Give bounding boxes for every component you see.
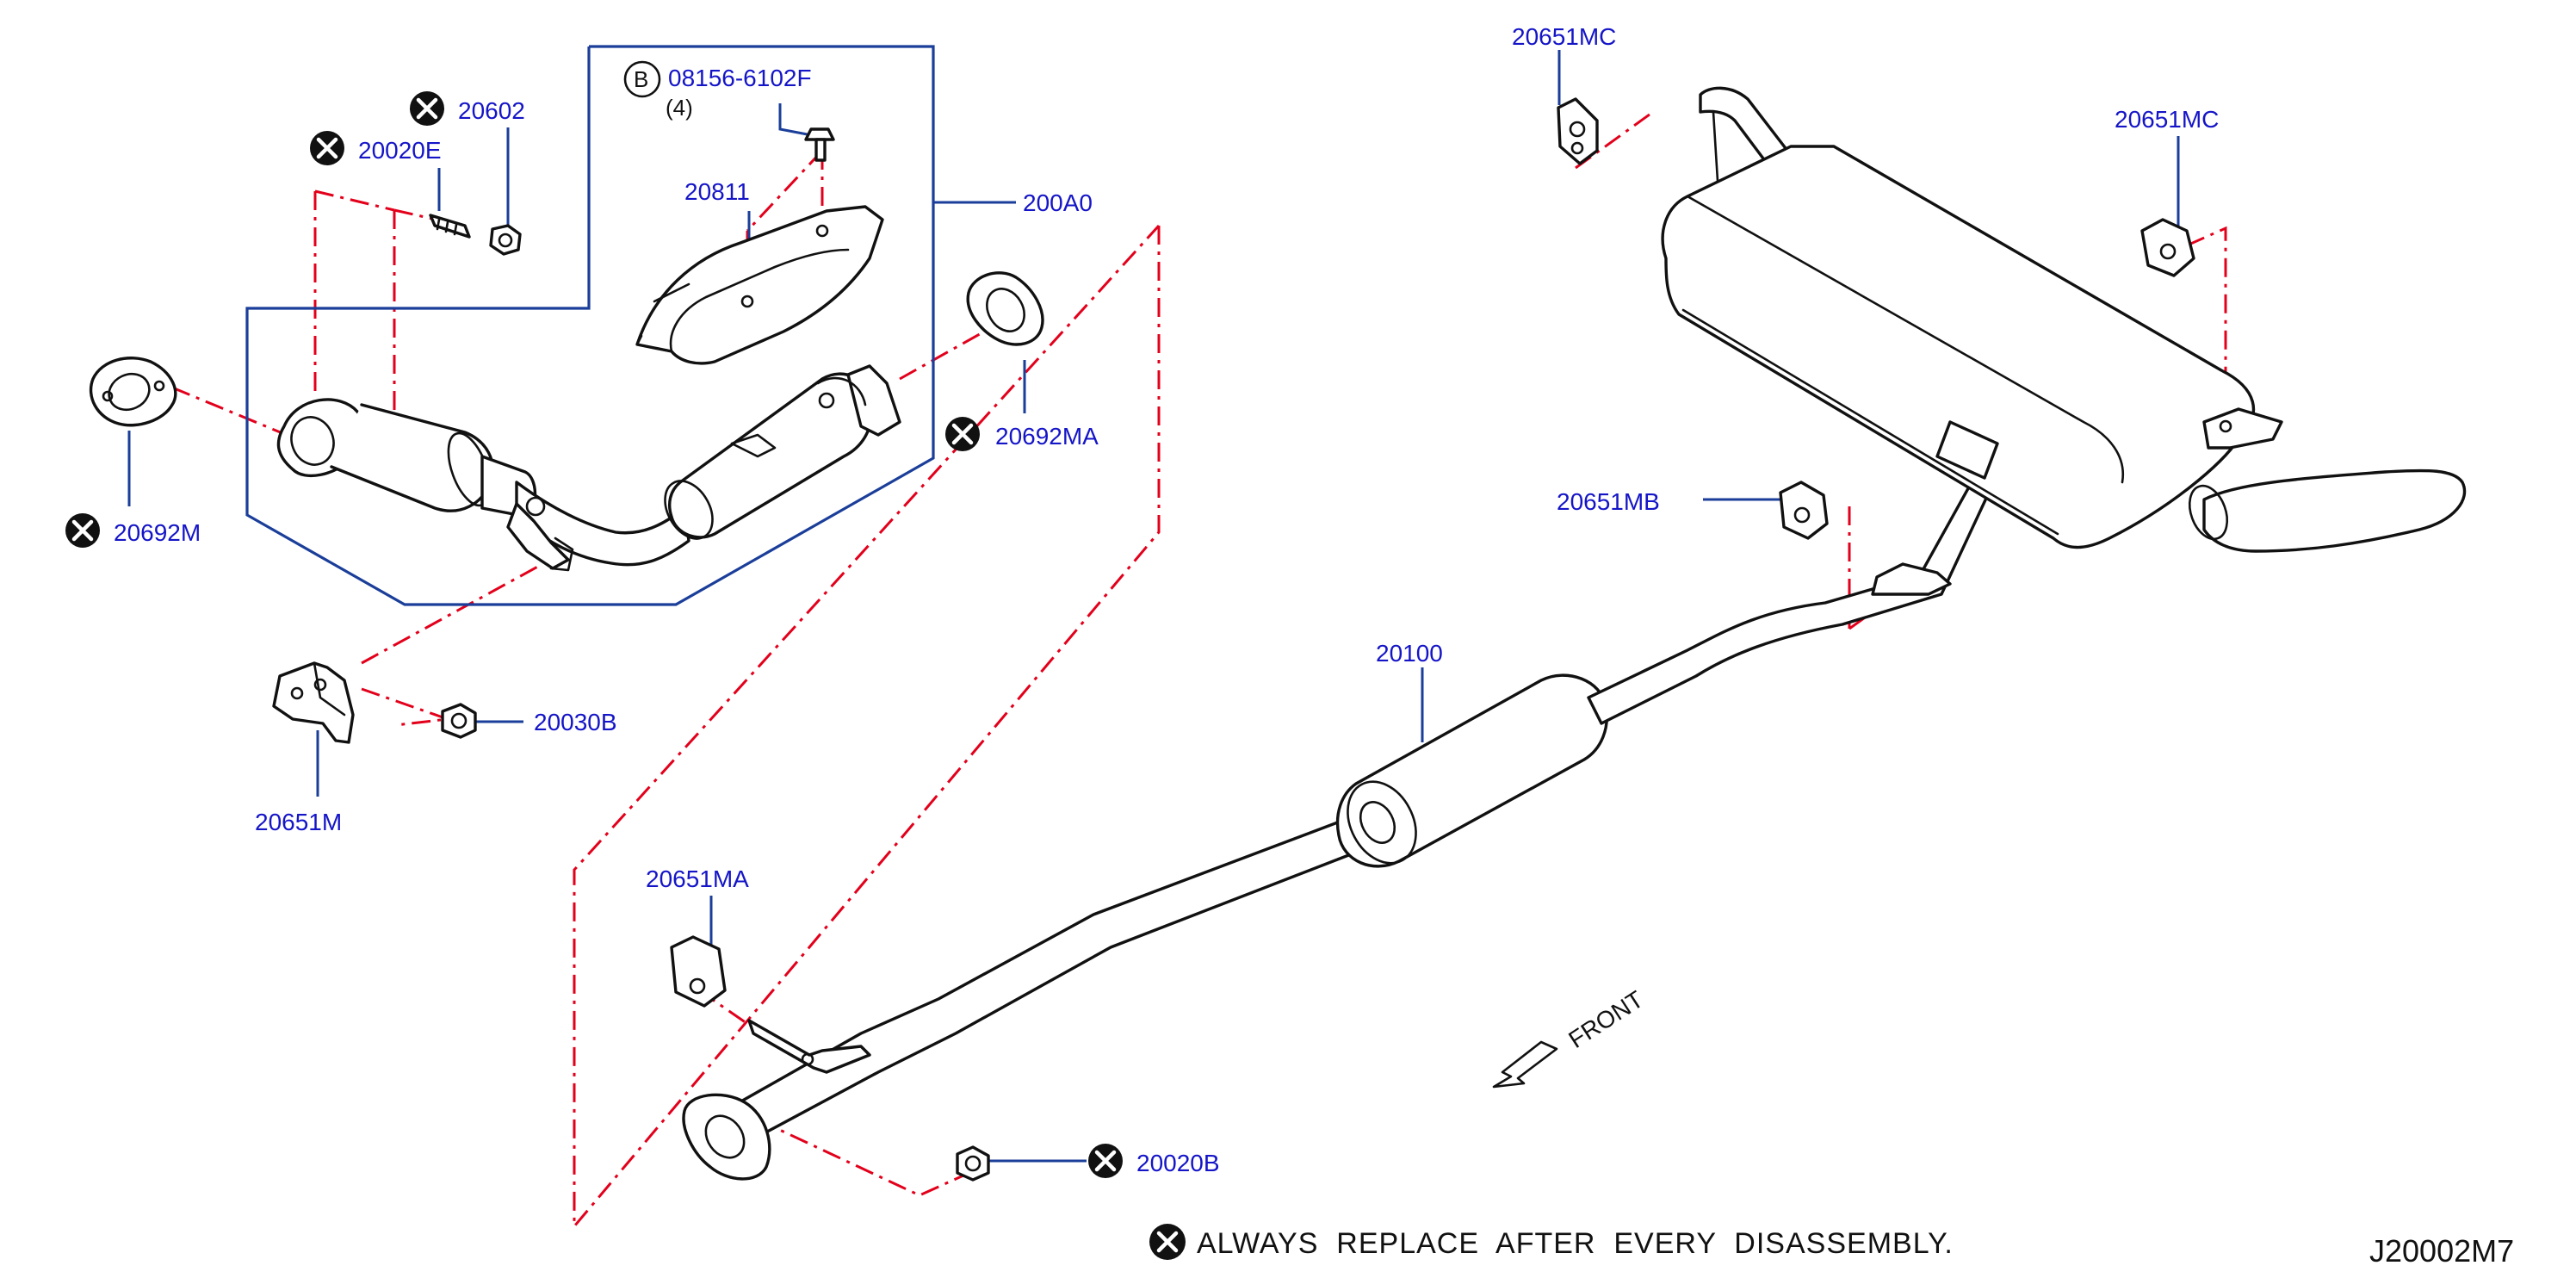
label-20602: 20602 bbox=[458, 97, 525, 124]
label-20692MA: 20692MA bbox=[995, 423, 1099, 450]
bolt-08156-6102F bbox=[804, 127, 835, 162]
stud-20020E bbox=[429, 214, 471, 239]
bolt-symbol-b: B bbox=[623, 60, 661, 98]
svg-text:B: B bbox=[634, 66, 648, 92]
drawing-code: J20002M7 bbox=[2369, 1233, 2514, 1269]
mount-rubber-20651MA bbox=[670, 935, 727, 1008]
nut-20602 bbox=[489, 224, 522, 256]
label-20651MB: 20651MB bbox=[1557, 488, 1660, 515]
replace-icon-note bbox=[1149, 1224, 1186, 1260]
front-exhaust-pipe bbox=[276, 364, 901, 572]
replace-icon-20602 bbox=[410, 91, 444, 126]
replace-icon-20692M bbox=[65, 513, 100, 548]
label-20030B: 20030B bbox=[534, 709, 617, 735]
label-20692M: 20692M bbox=[114, 519, 201, 546]
nut-20030B bbox=[441, 703, 477, 739]
mount-rubber-20651MB bbox=[1779, 481, 1829, 540]
label-20651MA: 20651MA bbox=[646, 865, 749, 892]
center-tube-20100 bbox=[682, 481, 1991, 1181]
replace-icon-20692MA bbox=[945, 417, 980, 451]
mount-rubber-20651MC-left bbox=[1557, 97, 1599, 165]
replace-note: ALWAYS REPLACE AFTER EVERY DISASSEMBLY. bbox=[1197, 1227, 1954, 1260]
rear-muffler bbox=[1661, 86, 2467, 553]
label-20100: 20100 bbox=[1376, 640, 1443, 667]
front-label: FRONT bbox=[1564, 986, 1648, 1054]
label-20020E: 20020E bbox=[358, 137, 442, 164]
label-20811: 20811 bbox=[684, 178, 750, 205]
mount-bracket-20651M bbox=[272, 661, 355, 744]
mount-rubber-20651MC-right bbox=[2140, 218, 2195, 277]
label-bolt-qty: (4) bbox=[666, 95, 693, 121]
gasket-20692MA bbox=[966, 271, 1044, 346]
heat-insulator-20811 bbox=[635, 205, 884, 365]
front-arrow-icon bbox=[1492, 1040, 1558, 1089]
label-20651MC-left: 20651MC bbox=[1512, 23, 1616, 50]
label-08156-6102F: 08156-6102F bbox=[668, 65, 812, 91]
gasket-20692M bbox=[89, 357, 177, 427]
replace-icon-20020B bbox=[1088, 1144, 1123, 1178]
label-20651M: 20651M bbox=[255, 809, 342, 835]
label-200A0: 200A0 bbox=[1023, 189, 1093, 216]
replace-icon-20020E bbox=[310, 131, 344, 165]
label-20020B: 20020B bbox=[1136, 1150, 1220, 1176]
converter-assembly-boundary bbox=[245, 45, 935, 606]
nut-20020B bbox=[956, 1145, 990, 1182]
label-20651MC-right: 20651MC bbox=[2115, 106, 2219, 133]
